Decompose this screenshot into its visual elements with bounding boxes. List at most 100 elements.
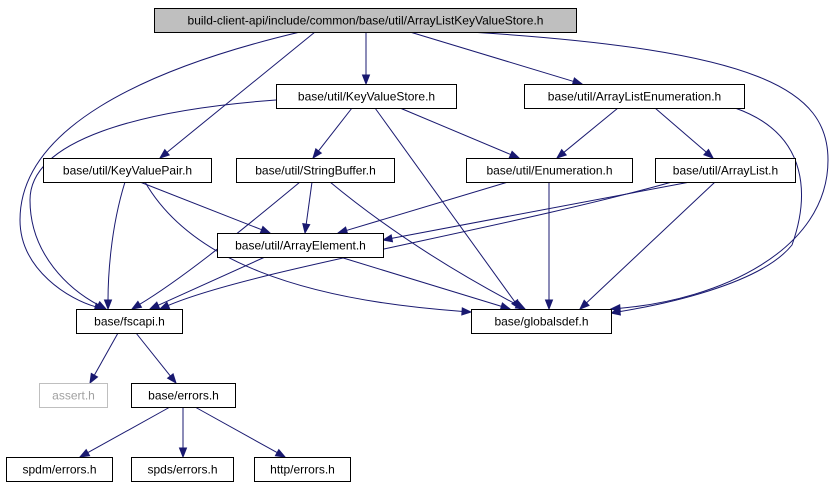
edge-alist-to-fscapi [158,181,673,310]
node-box [655,158,796,183]
edge-line [86,406,171,454]
node-kvstore[interactable]: base/util/KeyValueStore.h [276,84,457,109]
node-enumh[interactable]: base/util/Enumeration.h [466,158,633,183]
edge-line [390,181,691,240]
edge-arrowhead [461,307,473,316]
node-globals[interactable]: base/globalsdef.h [471,309,612,334]
edge-line [29,99,277,306]
node-box [524,84,745,109]
node-box [471,309,612,334]
edge-strbuf-to-aelem [302,181,313,235]
node-box [276,84,457,109]
node-label: base/util/KeyValueStore.h [298,90,435,104]
edge-line [618,107,802,313]
node-label: http/errors.h [270,463,335,477]
edge-fscapi-to-errors [135,332,177,385]
edge-alenum-to-enumh [555,107,619,159]
edge-arrowhead [148,301,161,310]
edge-arrowhead [571,77,584,86]
node-fscapi[interactable]: base/fscapi.h [76,309,183,334]
edge-arrowhead [361,74,371,86]
node-label: base/util/Enumeration.h [486,164,612,178]
edge-kvstore-to-enumh [399,107,521,159]
edge-kvstore-to-fscapi [29,99,277,310]
node-label: spds/errors.h [147,463,217,477]
edge-root-to-kvpair [158,31,316,159]
node-kvpair[interactable]: base/util/KeyValuePair.h [43,158,212,183]
edge-line [165,31,316,154]
node-label: build-client-api/include/common/base/uti… [188,14,544,28]
edge-line [135,332,172,378]
edge-arrowhead [166,372,177,385]
edge-arrowhead [609,307,622,316]
edge-fscapi-to-assert [89,332,119,385]
edge-arrowhead [336,226,349,235]
edge-enumh-to-globals [544,182,554,311]
node-label: base/errors.h [148,389,219,403]
edge-arrowhead [312,147,323,160]
node-root[interactable]: build-client-api/include/common/base/uti… [154,8,577,33]
edge-line [329,181,519,306]
edge-arrowhead [508,150,521,159]
node-spds[interactable]: spds/errors.h [131,457,234,482]
edge-line [138,181,301,306]
node-label: base/util/StringBuffer.h [255,164,376,178]
node-spdm[interactable]: spdm/errors.h [6,457,113,482]
node-alenum[interactable]: base/util/ArrayListEnumeration.h [524,84,745,109]
node-box [254,457,351,482]
nodes-layer: build-client-api/include/common/base/uti… [6,8,796,482]
node-label: base/util/ArrayElement.h [235,239,366,253]
edge-alist-to-globals [578,181,716,310]
edge-errors-to-http [194,406,287,458]
node-label: base/globalsdef.h [494,315,588,329]
edge-arrowhead [103,299,113,311]
edge-aelem-to-fscapi [148,256,266,310]
edge-arrowhead [130,300,143,310]
edge-kvstore-to-globals [374,107,521,311]
edge-errors-to-spds [178,407,188,459]
node-label: base/util/ArrayListEnumeration.h [548,90,721,104]
edges-layer [19,31,829,459]
node-errors[interactable]: base/errors.h [131,383,236,408]
edge-kvpair-to-globals [144,181,473,316]
edge-aelem-to-globals [339,256,512,311]
node-http[interactable]: http/errors.h [254,457,351,482]
edge-root-to-alenum [409,31,584,86]
node-box [154,8,577,33]
node-box [131,383,236,408]
edge-strbuf-to-fscapi [130,181,301,310]
node-box [131,457,234,482]
edge-arrowhead [78,448,91,458]
edge-line [317,107,353,152]
edge-line [19,31,301,308]
node-box [76,309,183,334]
edge-errors-to-spdm [78,406,171,458]
edge-line [399,107,512,156]
node-aelem[interactable]: base/util/ArrayElement.h [217,233,384,258]
edge-arrowhead [178,447,188,459]
edge-arrowhead [302,223,311,235]
node-assert: assert.h [39,383,108,408]
edge-line [144,181,464,312]
node-strbuf[interactable]: base/util/StringBuffer.h [236,158,395,183]
edge-line [654,107,708,154]
edge-arrowhead [544,299,554,311]
node-alist[interactable]: base/util/ArrayList.h [655,158,796,183]
edge-arrowhead [95,300,108,310]
node-box [6,457,113,482]
node-label: assert.h [52,389,95,403]
edge-alenum-to-alist [654,107,715,159]
edge-arrowhead [703,148,715,159]
edge-line [409,31,575,83]
edge-strbuf-to-globals [329,181,527,310]
edge-line [469,31,829,309]
edge-arrowhead [158,301,171,310]
edge-alist-to-aelem [381,181,691,243]
node-box [217,233,384,258]
edge-arrowhead [499,302,512,311]
node-box [43,158,212,183]
node-box [466,158,633,183]
node-label: base/util/ArrayList.h [673,164,778,178]
node-box [39,383,108,408]
